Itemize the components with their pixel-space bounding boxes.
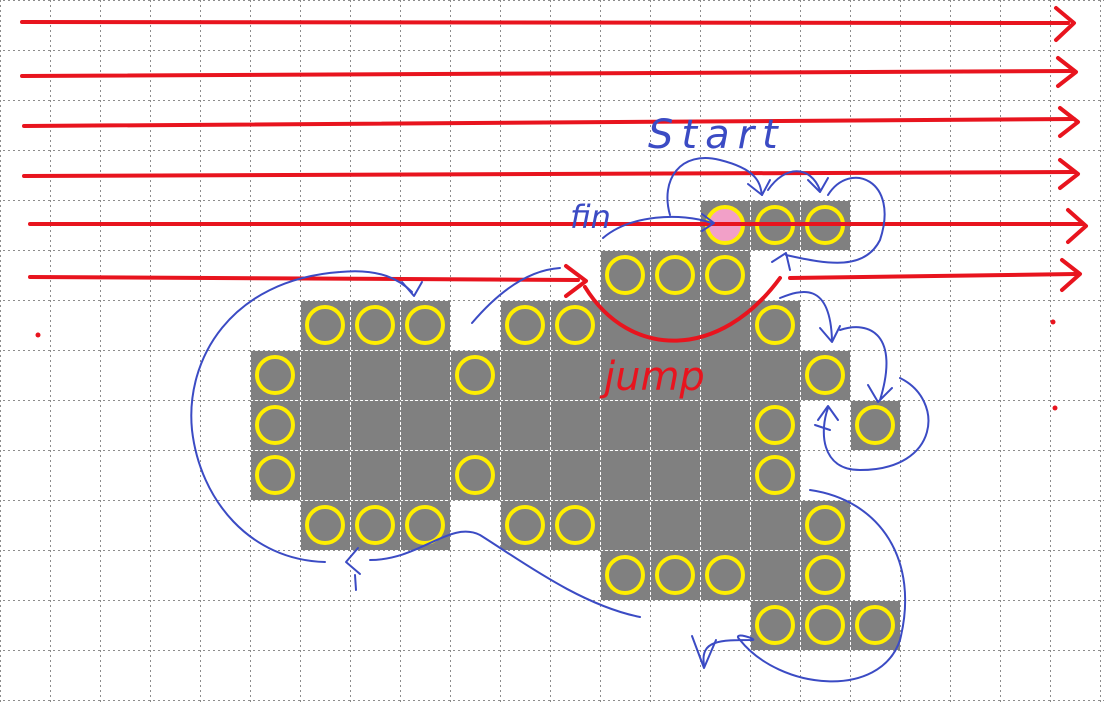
fin-arrow <box>602 215 713 239</box>
red-dots <box>35 319 1058 411</box>
board-circle <box>755 605 795 645</box>
board-circle <box>255 355 295 395</box>
red-dot <box>1050 319 1056 325</box>
red-arrow-row-4 <box>22 158 1080 190</box>
board-circle <box>305 505 345 545</box>
board-tile <box>401 351 450 400</box>
board-tile <box>551 401 600 450</box>
board-tile <box>351 351 400 400</box>
board-tile <box>451 401 500 450</box>
board-circle <box>305 305 345 345</box>
board-tile <box>551 451 600 500</box>
board-tile <box>751 501 800 550</box>
board-circle <box>355 305 395 345</box>
board-tile <box>651 451 700 500</box>
board-tile <box>701 451 750 500</box>
red-dot <box>1052 405 1058 411</box>
board-tile <box>501 351 550 400</box>
board-circle <box>255 455 295 495</box>
board-circle <box>805 355 845 395</box>
board-tile <box>501 451 550 500</box>
board-tile <box>651 501 700 550</box>
board-circle <box>605 555 645 595</box>
board-tile <box>351 401 400 450</box>
board-circle <box>705 555 745 595</box>
board-circle <box>555 505 595 545</box>
board-circle <box>855 405 895 445</box>
board-tile <box>401 401 450 450</box>
board-tile <box>701 401 750 450</box>
board-circle <box>455 455 495 495</box>
board-tile <box>651 351 700 400</box>
board-tile <box>301 401 350 450</box>
board-circle <box>505 505 545 545</box>
board-circle <box>655 255 695 295</box>
jump-label: jump <box>599 354 705 400</box>
board-circle <box>405 305 445 345</box>
red-dot <box>35 332 41 338</box>
board-tile <box>551 351 600 400</box>
board-circle <box>255 405 295 445</box>
board-circle <box>855 605 895 645</box>
board-circle <box>655 555 695 595</box>
board-tile <box>351 451 400 500</box>
start-label: Start <box>648 112 786 158</box>
board-tile <box>601 351 650 400</box>
board-tile <box>301 451 350 500</box>
red-arrows <box>20 6 1088 343</box>
board-tile <box>601 401 650 450</box>
board-tile <box>701 351 750 400</box>
board-tile <box>601 451 650 500</box>
board-circle <box>405 505 445 545</box>
board-circle <box>455 355 495 395</box>
board-circle <box>755 455 795 495</box>
board-circle <box>755 405 795 445</box>
board-circle <box>705 255 745 295</box>
board-tile <box>751 351 800 400</box>
board-circle <box>805 555 845 595</box>
board-tile <box>651 401 700 450</box>
board-circle <box>805 505 845 545</box>
board-circle <box>605 255 645 295</box>
board-tile <box>501 401 550 450</box>
board-circle <box>355 505 395 545</box>
fin-label: fin <box>570 198 611 236</box>
board-tile <box>601 501 650 550</box>
board-circle <box>755 305 795 345</box>
red-arrow-row-1 <box>20 6 1076 42</box>
board-tile <box>701 501 750 550</box>
board-circle <box>805 605 845 645</box>
board-tile <box>751 551 800 600</box>
board-tile <box>301 351 350 400</box>
board-tile <box>401 451 450 500</box>
board-circle <box>555 305 595 345</box>
red-arrow-row-5 <box>28 208 1088 244</box>
jump-arc <box>583 276 782 343</box>
red-arrow-row-2 <box>20 56 1078 88</box>
board-circle <box>505 305 545 345</box>
start-loop-arrow <box>666 157 763 216</box>
blue-path-arrows <box>190 157 930 683</box>
red-arrow-row-3 <box>22 106 1080 138</box>
